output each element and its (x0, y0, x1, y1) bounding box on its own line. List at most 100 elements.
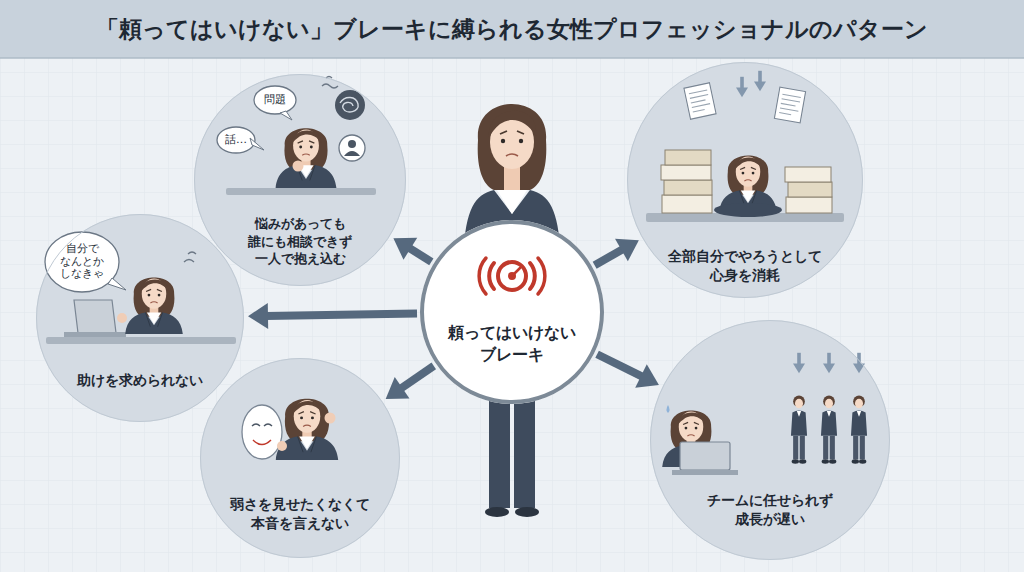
pattern-label: 弱さを見せたくなくて 本音を言えない (222, 495, 379, 533)
standing-woman-part (489, 111, 536, 138)
laptop-illustration-part (46, 337, 236, 344)
team-illustration-part (851, 396, 867, 464)
text-box: 助けを求められない (37, 371, 243, 390)
text-box: チームに任せられず 成長が遅い (651, 491, 889, 529)
pattern-circle: チームに任せられず 成長が遅い (650, 320, 890, 560)
standing-woman-part (515, 507, 539, 517)
laptop-illustration-part (64, 332, 126, 337)
arrow-head (393, 238, 417, 260)
standing-woman-part (489, 396, 510, 508)
standing-woman-part (504, 166, 520, 192)
circle-fills-part (627, 62, 863, 298)
worry-illustration (217, 77, 376, 196)
worry-illustration-part (254, 86, 296, 114)
overwork-illustration-part-part (785, 167, 831, 182)
brake-icon-part (512, 268, 520, 276)
overwork-illustration-part (684, 83, 716, 119)
worry-illustration-part (344, 151, 360, 156)
arrow-shaft (400, 366, 433, 389)
laptop-illustration-part (45, 232, 119, 292)
pattern-label: 悩みがあっても 誰にも相談できず 一人で抱え込む (227, 215, 373, 268)
title-bar (0, 0, 1024, 58)
arrow-shaft (597, 354, 643, 377)
worry-illustration-part (339, 135, 365, 161)
overwork-illustration-part-part (786, 197, 832, 213)
mask-illustration-part (252, 424, 272, 426)
arrow-connector (595, 239, 639, 265)
team-illustration-part (672, 470, 738, 475)
circle-fills-part (194, 74, 406, 286)
arrow-connector (248, 303, 417, 329)
overwork-illustration (646, 71, 844, 222)
text-box: 弱さを見せたくなくて 本音を言えない (201, 495, 399, 533)
overwork-illustration-part (754, 71, 766, 91)
team-illustration-part (821, 396, 837, 464)
arrow-connector (597, 354, 659, 387)
circle-fills-part (200, 358, 400, 558)
title-rule (0, 57, 1024, 59)
standing-woman-part (485, 507, 509, 517)
arrow-head (386, 377, 410, 399)
team-illustration-part (791, 396, 807, 464)
standing-woman-part (501, 139, 505, 143)
brake-icon-part (489, 263, 494, 289)
worry-illustration-part (217, 127, 255, 153)
circle-fills (36, 62, 890, 560)
hub-circle: 頼ってはいけない ブレーキ (420, 220, 604, 404)
worry-illustration-part (322, 77, 338, 89)
circle-fills-part (650, 320, 890, 560)
overwork-illustration-part (661, 150, 712, 213)
brake-icon (479, 258, 545, 294)
worry-illustration-part (250, 138, 264, 150)
worry-illustration-part (335, 90, 365, 120)
hub-fill (420, 220, 604, 404)
overwork-illustration-part-part (664, 180, 712, 195)
arrow-shaft (595, 249, 624, 265)
standing-woman-part (500, 131, 524, 134)
team-illustration-part (823, 353, 835, 373)
mask-illustration-part (325, 413, 336, 424)
text-box: 全部自分でやろうとして 心身を消耗 (628, 247, 862, 285)
overwork-illustration-part (714, 203, 782, 217)
laptop-illustration-part (117, 313, 127, 323)
overwork-illustration-part-part (662, 195, 712, 213)
arrow-head (635, 364, 659, 387)
mask-illustration (242, 399, 338, 460)
speech-bubble-text: 話… (218, 134, 254, 147)
pattern-label: 全部自分でやろうとして 心身を消耗 (667, 247, 824, 285)
mask-illustration-part (277, 441, 287, 451)
text-box: 悩みがあっても 誰にも相談できず 一人で抱え込む (195, 215, 405, 268)
team-illustration-part (853, 353, 865, 373)
worry-illustration-part (226, 188, 376, 195)
pattern-circle: 悩みがあっても 誰にも相談できず 一人で抱え込む (194, 74, 406, 286)
worry-illustration-part (280, 111, 292, 120)
pattern-label: 助けを求められない (77, 371, 203, 390)
worry-illustration-part (276, 128, 337, 188)
arrow-shaft (266, 314, 417, 316)
arrow-head (615, 239, 639, 262)
worry-illustration-part (340, 97, 358, 111)
arrow-connector (386, 366, 434, 399)
worry-illustration-part (348, 140, 356, 148)
standing-woman-part (506, 154, 518, 156)
arrow-head (248, 303, 268, 329)
overwork-illustration-part (774, 87, 805, 123)
pattern-label: チームに任せられず 成長が遅い (692, 491, 849, 529)
overwork-illustration-part-part (661, 165, 711, 180)
laptop-illustration-part (125, 277, 183, 334)
speech-bubble-text: 自分で なんとか しなきゃ (54, 243, 110, 281)
hub-label: 頼ってはいけない ブレーキ (424, 322, 600, 365)
speech-bubble-text: 問題 (255, 94, 295, 107)
brake-icon-part (498, 262, 526, 290)
pattern-circle: 弱さを見せたくなくて 本音を言えない (200, 358, 400, 558)
overwork-illustration-part (736, 77, 748, 97)
team-illustration-part (667, 405, 670, 413)
mask-illustration-part (253, 440, 271, 445)
standing-woman-part (519, 139, 523, 143)
overwork-illustration-part-part (788, 182, 832, 197)
laptop-illustration-part (184, 252, 196, 262)
